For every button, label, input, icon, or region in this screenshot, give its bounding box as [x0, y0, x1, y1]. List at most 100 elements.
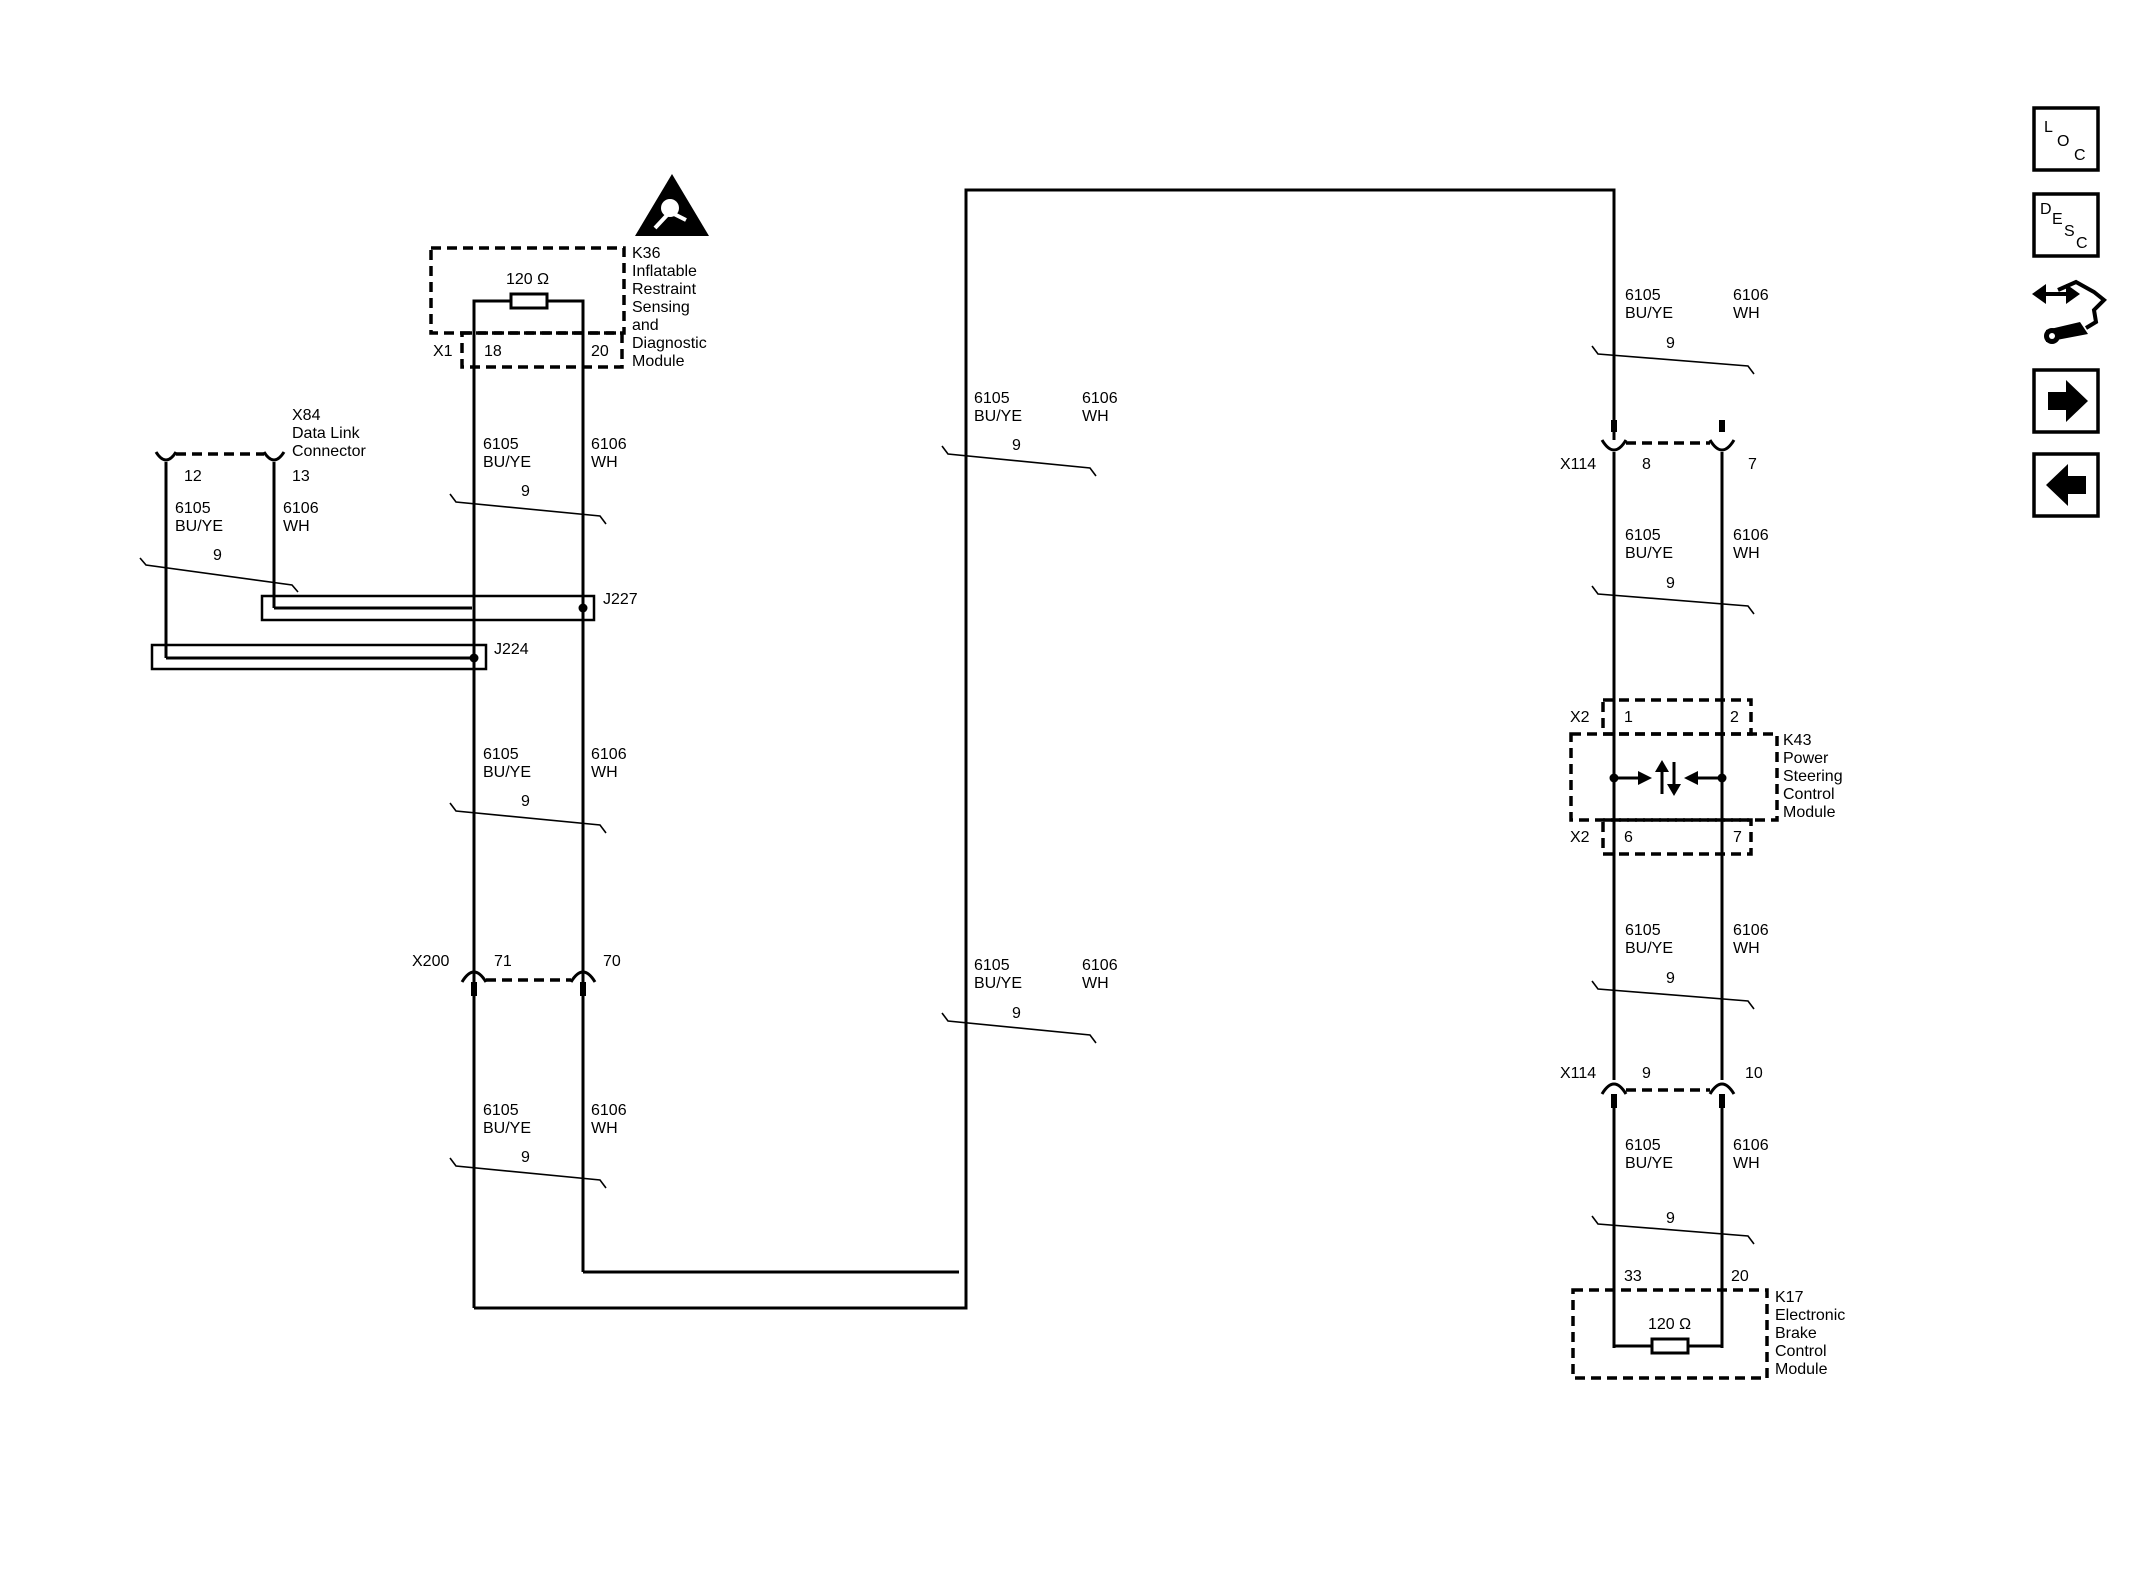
svg-text:9: 9 — [521, 793, 530, 810]
k36-line-1: Inflatable — [632, 263, 697, 280]
k43-module: X2 1 2 X2 6 7 K43 Power Steering Control… — [1569, 698, 1843, 856]
k36-line-4: and — [632, 317, 659, 334]
k43-connector-top: X2 — [1570, 709, 1590, 726]
arrow-right-button[interactable] — [2032, 368, 2100, 434]
svg-text:6105: 6105 — [1625, 287, 1661, 304]
k36-line-2: Restraint — [632, 281, 697, 298]
wire-labels-k36: 6105 BU/YE 6106 WH 9 — [449, 436, 627, 525]
wire-labels-mid-lower: 6105 BU/YE 6106 WH 9 — [941, 957, 1118, 1044]
k36-line-3: Sensing — [632, 299, 690, 316]
svg-text:6105: 6105 — [483, 746, 519, 763]
k17-resistor-label: 120 Ω — [1648, 1316, 1691, 1333]
k43-line-1: Power — [1783, 750, 1829, 767]
x114-top-pin-8: 8 — [1642, 456, 1651, 473]
x84-bu-color: BU/YE — [175, 518, 223, 535]
k36-pin-18: 18 — [484, 343, 502, 360]
svg-text:WH: WH — [1082, 408, 1109, 425]
x84-id: X84 — [292, 407, 321, 424]
svg-text:WH: WH — [1733, 305, 1760, 322]
k17-line-2: Brake — [1775, 1325, 1817, 1342]
k36-id: K36 — [632, 245, 661, 262]
wire-labels-right-2: 6105 BU/YE 6106 WH 9 — [1591, 527, 1769, 615]
svg-text:9: 9 — [1666, 575, 1675, 592]
svg-text:WH: WH — [1733, 545, 1760, 562]
svg-text:6106: 6106 — [1733, 1137, 1769, 1154]
k36-module: 120 Ω X1 18 20 K36 Inflatable Restraint … — [429, 174, 709, 580]
j224-label: J224 — [494, 641, 529, 658]
svg-text:WH: WH — [591, 454, 618, 471]
loc-button[interactable]: L O C — [2032, 106, 2100, 172]
x84-connector: X84 Data Link Connector 12 13 6105 BU/YE… — [139, 407, 366, 658]
svg-text:9: 9 — [521, 483, 530, 500]
svg-text:6106: 6106 — [591, 1102, 627, 1119]
svg-text:E: E — [2052, 211, 2063, 228]
svg-text:WH: WH — [1733, 1155, 1760, 1172]
svg-text:6106: 6106 — [591, 746, 627, 763]
svg-text:6106: 6106 — [1082, 390, 1118, 407]
k17-module: 120 Ω 33 20 K17 Electronic Brake Control… — [1571, 1268, 1845, 1380]
svg-text:WH: WH — [591, 1120, 618, 1137]
k43-line-3: Control — [1783, 786, 1835, 803]
svg-text:6106: 6106 — [1733, 287, 1769, 304]
svg-text:BU/YE: BU/YE — [483, 454, 531, 471]
airbag-warning-icon — [635, 174, 709, 236]
wire-labels-mid-upper: 6105 BU/YE 6106 WH 9 — [941, 390, 1118, 477]
svg-text:WH: WH — [1733, 940, 1760, 957]
svg-text:BU/YE: BU/YE — [1625, 305, 1673, 322]
svg-text:6106: 6106 — [1733, 922, 1769, 939]
power-steering-icon[interactable] — [2032, 279, 2107, 344]
svg-text:6105: 6105 — [974, 390, 1010, 407]
k43-line-2: Steering — [1783, 768, 1843, 785]
svg-text:BU/YE: BU/YE — [483, 764, 531, 781]
k17-resistor — [1650, 1337, 1690, 1355]
k43-line-4: Module — [1783, 804, 1836, 821]
svg-text:WH: WH — [1082, 975, 1109, 992]
k43-pin-6: 6 — [1624, 829, 1633, 846]
svg-text:6106: 6106 — [1082, 957, 1118, 974]
x84-pin-13: 13 — [292, 468, 310, 485]
svg-text:WH: WH — [591, 764, 618, 781]
k43-pin-7: 7 — [1733, 829, 1742, 846]
svg-text:BU/YE: BU/YE — [1625, 940, 1673, 957]
x84-gauge: 9 — [213, 547, 222, 564]
wire-labels-right-1: 6105 BU/YE 6106 WH 9 — [1591, 287, 1769, 375]
x84-line-2: Connector — [292, 443, 366, 460]
k17-pin-20: 20 — [1731, 1268, 1749, 1285]
splice-j227: J227 — [260, 591, 638, 622]
wire-labels-mid-left: 6105 BU/YE 6106 WH 9 — [449, 746, 627, 834]
svg-text:D: D — [2040, 201, 2052, 218]
arrow-left-button[interactable] — [2032, 452, 2100, 518]
svg-text:9: 9 — [1012, 1005, 1021, 1022]
x84-line-1: Data Link — [292, 425, 361, 442]
desc-button[interactable]: D E S C — [2032, 192, 2100, 258]
svg-text:S: S — [2064, 223, 2075, 240]
k17-line-3: Control — [1775, 1343, 1827, 1360]
x114-top-pin-7: 7 — [1748, 456, 1757, 473]
wire-labels-bottom-left: 6105 BU/YE 6106 WH 9 — [449, 1102, 627, 1189]
x200-pin-70: 70 — [603, 953, 621, 970]
bidirectional-data-icon — [1614, 760, 1722, 796]
svg-text:6105: 6105 — [483, 1102, 519, 1119]
svg-text:9: 9 — [1012, 437, 1021, 454]
j227-label: J227 — [603, 591, 638, 608]
svg-text:6105: 6105 — [1625, 1137, 1661, 1154]
x114-bottom-pin-9: 9 — [1642, 1065, 1651, 1082]
wire-labels-right-3: 6105 BU/YE 6106 WH 9 — [1591, 922, 1769, 1010]
svg-text:6105: 6105 — [483, 436, 519, 453]
k17-line-1: Electronic — [1775, 1307, 1845, 1324]
svg-text:L: L — [2044, 119, 2053, 136]
x200-pin-71: 71 — [494, 953, 512, 970]
k17-id: K17 — [1775, 1289, 1804, 1306]
svg-text:O: O — [2057, 133, 2069, 150]
x84-pin-12: 12 — [184, 468, 202, 485]
svg-text:9: 9 — [1666, 335, 1675, 352]
k36-resistor — [509, 292, 549, 310]
wire-labels-right-4: 6105 BU/YE 6106 WH 9 — [1591, 1137, 1769, 1245]
k43-id: K43 — [1783, 732, 1812, 749]
splice-j224: J224 — [150, 641, 529, 671]
k36-resistor-label: 120 Ω — [506, 271, 549, 288]
x200-id: X200 — [412, 953, 449, 970]
k36-connector-label: X1 — [433, 343, 453, 360]
x114-bottom-connector: X114 9 10 — [1560, 1065, 1763, 1108]
arrow-right-icon — [2048, 380, 2088, 422]
